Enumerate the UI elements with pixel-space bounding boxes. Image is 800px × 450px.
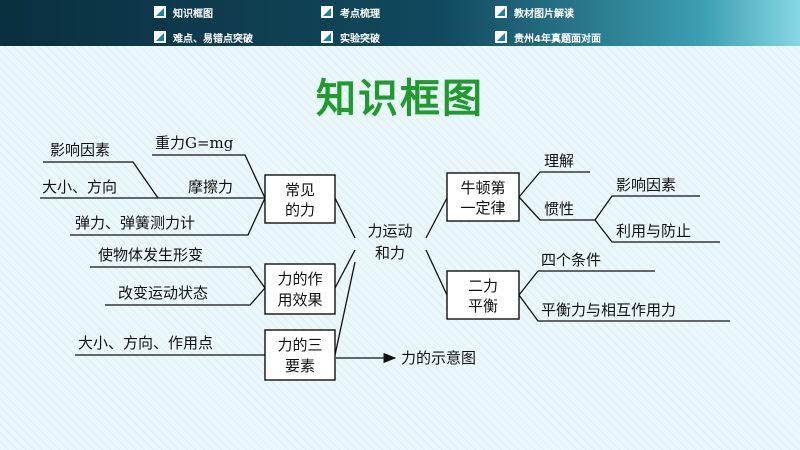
nav-bullet-icon: [495, 6, 507, 18]
elastic-force-label: 弹力、弹簧测力计: [75, 214, 195, 232]
nav-item-textbook-images[interactable]: 教材图片解读: [495, 3, 574, 21]
inertia-label: 惯性: [544, 200, 574, 218]
nav-item-difficulties[interactable]: 难点、易错点突破: [154, 28, 253, 46]
page-title: 知识框图: [316, 76, 484, 122]
motion-change-label: 改变运动状态: [118, 284, 208, 302]
nav-item-past-exams[interactable]: 贵州4年真题面对面: [495, 28, 601, 46]
nav-item-label: 贵州4年真题面对面: [514, 33, 601, 45]
common-forces-line2: 的力: [285, 201, 315, 219]
nav-item-label: 考点梳理: [340, 8, 380, 20]
force-diagram-label: 力的示意图: [401, 349, 476, 367]
newton-law-line2: 一定律: [460, 199, 505, 217]
center-topic-line1: 力运动: [367, 222, 412, 240]
nav-bullet-icon: [321, 31, 333, 43]
nav-item-experiments[interactable]: 实验突破: [321, 28, 380, 46]
nav-bullet-icon: [495, 31, 507, 43]
nav-item-label: 实验突破: [340, 33, 380, 45]
connector-lines: [40, 154, 730, 364]
three-elements-line1: 力的三: [277, 336, 322, 354]
nav-item-key-points[interactable]: 考点梳理: [321, 3, 380, 21]
nav-item-label: 难点、易错点突破: [173, 33, 253, 45]
common-forces-line1: 常见: [285, 181, 315, 199]
factors-label: 影响因素: [50, 141, 110, 159]
balance-vs-interaction-label: 平衡力与相互作用力: [541, 301, 676, 319]
friction-label: 摩擦力: [188, 178, 233, 196]
common-forces-box: [264, 174, 336, 224]
deformation-label: 使物体发生形变: [98, 246, 203, 264]
nav-item-label: 教材图片解读: [514, 8, 574, 20]
force-effects-line1: 力的作: [277, 270, 322, 288]
top-navigation-bar: 知识框图 考点梳理 教材图片解读 难点、易错点突破 实验突破 贵州4年真题面对面: [0, 0, 800, 46]
use-and-prevention-label: 利用与防止: [616, 222, 691, 240]
force-effects-line2: 用效果: [277, 291, 322, 309]
four-conditions-label: 四个条件: [541, 251, 601, 269]
gravity-formula-label: 重力G=mg: [155, 134, 234, 152]
nav-bullet-icon: [154, 6, 166, 18]
three-elements-box: [264, 329, 336, 381]
nav-item-label: 知识框图: [173, 8, 213, 20]
force-effects-box: [264, 263, 336, 315]
newton-law-line1: 牛顿第: [460, 179, 505, 197]
balance-line2: 平衡: [468, 297, 498, 315]
three-elements-items-label: 大小、方向、作用点: [78, 334, 213, 352]
inertia-factors-label: 影响因素: [616, 176, 676, 194]
nav-bullet-icon: [321, 6, 333, 18]
nav-item-knowledge-map[interactable]: 知识框图: [154, 3, 213, 21]
two-force-balance-box: [446, 270, 520, 320]
size-direction-label: 大小、方向: [42, 178, 117, 196]
nav-bullet-icon: [154, 31, 166, 43]
three-elements-line2: 要素: [285, 357, 315, 375]
understand-label: 理解: [544, 152, 574, 170]
center-topic-line2: 和力: [375, 244, 405, 262]
balance-line1: 二力: [468, 277, 498, 295]
newton-first-law-box: [446, 172, 520, 222]
